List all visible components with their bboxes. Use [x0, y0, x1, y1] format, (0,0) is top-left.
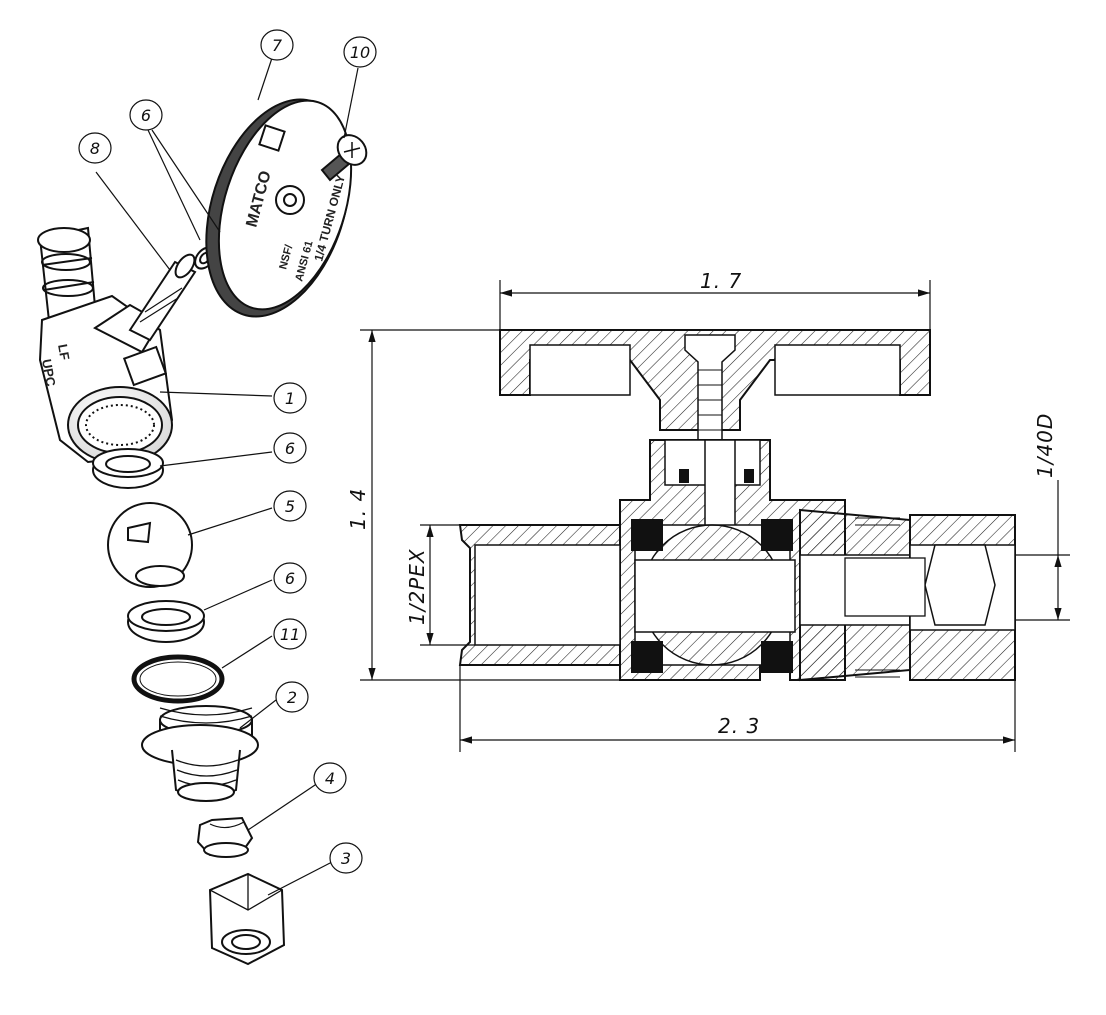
callout-9: 7 [260, 29, 294, 61]
svg-text:8: 8 [90, 139, 100, 158]
callout-2: 2 [275, 681, 309, 713]
seat-part-6a [92, 448, 164, 489]
callout-3: 3 [329, 842, 363, 874]
ferrule-part-4 [196, 816, 254, 858]
callout-7: 6 [129, 99, 163, 131]
adapter-part-2 [141, 705, 259, 802]
o-ring-part-11 [131, 654, 225, 704]
nut-part-3 [208, 872, 286, 966]
callout-8: 8 [78, 132, 112, 164]
seat-part-6b [127, 600, 205, 643]
svg-text:4: 4 [325, 769, 335, 788]
svg-text:6: 6 [285, 569, 295, 588]
callout-6a: 6 [273, 432, 307, 464]
callout-4: 4 [313, 762, 347, 794]
dim-pex-inlet: 1/2PEX [405, 548, 429, 625]
callout-6b: 6 [273, 562, 307, 594]
screw-part-10 [320, 134, 368, 182]
svg-text:10: 10 [350, 43, 370, 62]
dim-overall-height: 1. 4 [346, 488, 370, 530]
svg-text:2: 2 [287, 688, 297, 707]
ball-part-5 [107, 502, 193, 588]
dimensions [360, 280, 1070, 752]
svg-text:5: 5 [285, 497, 295, 516]
body-marking-upc: UPC [39, 358, 59, 388]
body-marking-lf: LF [55, 343, 73, 361]
dim-outlet-od: 1/40D [1033, 413, 1057, 478]
handle-part-9: MATCO NSF/ ANSI 61 1/4 TURN ONLY [205, 98, 353, 318]
svg-text:7: 7 [272, 36, 283, 55]
exploded-view: LF UPC MATCO NSF/ ANSI 61 1/4 TURN ONLY [37, 29, 377, 966]
callout-11: 11 [273, 618, 307, 650]
leader-lines [95, 57, 359, 896]
callout-5: 5 [273, 490, 307, 522]
svg-text:1: 1 [285, 389, 295, 408]
svg-text:11: 11 [280, 625, 300, 644]
svg-text:3: 3 [341, 849, 351, 868]
dim-overall-length: 2. 3 [718, 714, 760, 738]
stem-part-8 [128, 253, 197, 342]
callout-10: 10 [343, 36, 377, 68]
svg-text:6: 6 [141, 106, 151, 125]
dim-handle-width: 1. 7 [700, 269, 742, 293]
section-view [458, 329, 1016, 682]
svg-text:6: 6 [285, 439, 295, 458]
callout-1: 1 [273, 382, 307, 414]
